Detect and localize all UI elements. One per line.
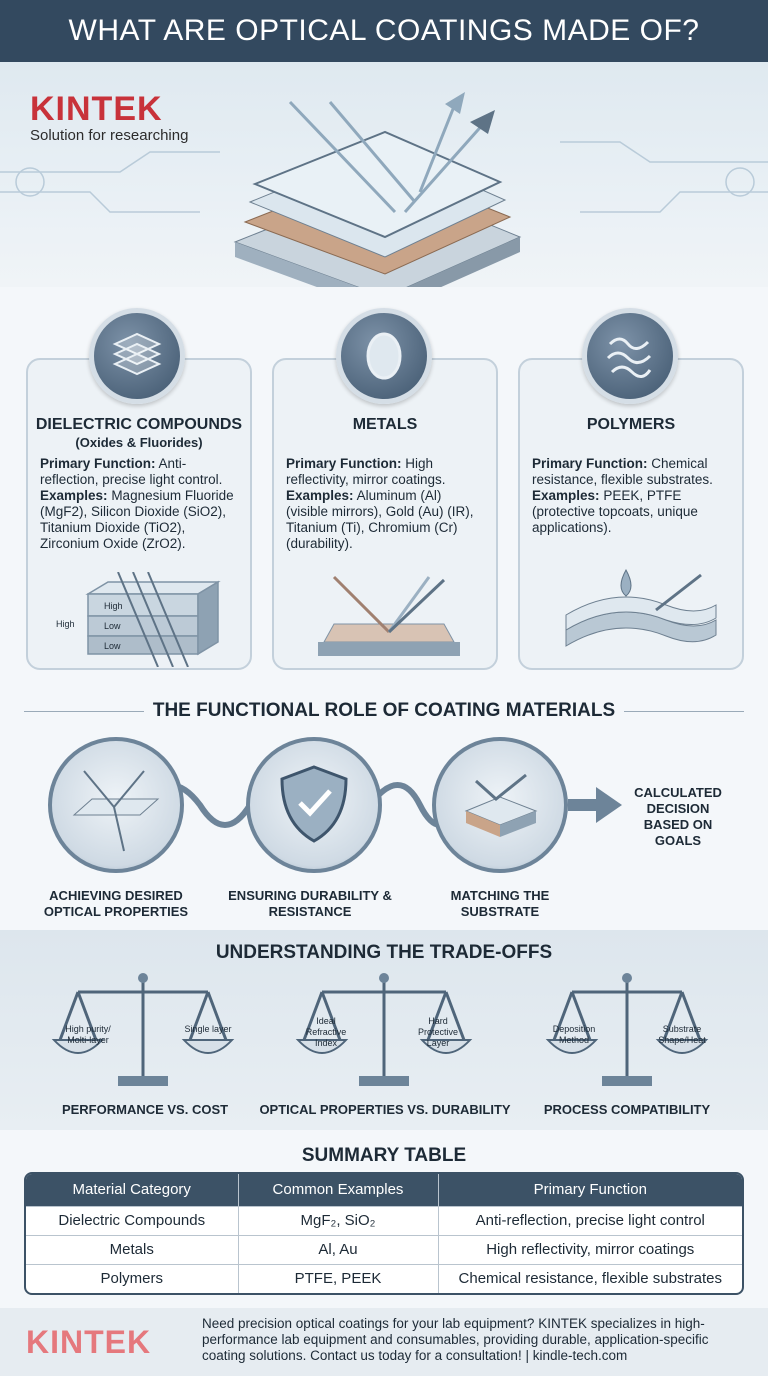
table-row: Polymers PTFE, PEEK Chemical resistance,… [26, 1263, 742, 1293]
card-title: POLYMERS [586, 416, 676, 433]
logo-tagline: Solution for researching [30, 127, 189, 144]
footer-text: Need precision optical coatings for your… [202, 1316, 709, 1363]
column-header: Primary Function [437, 1174, 742, 1206]
function-text: Chemical resistance, flexible substrates… [532, 456, 713, 487]
function-label: Primary Function: [532, 456, 648, 471]
tradeoff-caption: PROCESS COMPATIBILITY [543, 1102, 711, 1117]
footer-logo: KINTEK [26, 1324, 152, 1360]
table-cell: MgF₂, SiO₂ [237, 1205, 438, 1235]
table-cell: Dielectric Compounds [26, 1205, 238, 1235]
divider [624, 711, 744, 712]
function-label: Primary Function: [286, 456, 402, 471]
scale-right-label: Single layer [184, 1024, 232, 1034]
table-row: Metals Al, Au High reflectivity, mirror … [26, 1234, 742, 1264]
table-cell: PTFE, PEEK [237, 1263, 438, 1293]
side-high-label: High [56, 619, 75, 629]
table-cell: High reflectivity, mirror coatings [437, 1234, 742, 1264]
mirror-icon [336, 308, 432, 404]
polymer-icon [582, 308, 678, 404]
card-subtitle: (Oxides & Fluorides) [75, 435, 203, 450]
table-cell: Al, Au [237, 1234, 438, 1264]
examples-label: Examples: [40, 488, 108, 503]
scale-right-label: Hard Protective Layer [417, 1016, 459, 1048]
function-label: Primary Function: [40, 456, 156, 471]
role-label-optical: ACHIEVING DESIRED OPTICAL PROPERTIES [43, 888, 189, 919]
column-header: Common Examples [237, 1174, 438, 1206]
table-cell: Chemical resistance, flexible substrates [437, 1263, 742, 1293]
role-durability-circle [246, 737, 382, 873]
coating-stack-illustration [0, 92, 768, 287]
role-substrate-circle [432, 737, 568, 873]
functional-role-heading: THE FUNCTIONAL ROLE OF COATING MATERIALS [152, 700, 616, 721]
role-label-durability: ENSURING DURABILITY & RESISTANCE [228, 888, 392, 919]
kintek-logo: KINTEK Solution for researching [30, 90, 188, 144]
balance-scales [51, 973, 709, 1086]
summary-heading: SUMMARY TABLE [301, 1145, 467, 1166]
function-text: High reflectivity, mirror coatings. [286, 456, 446, 487]
card-description: Primary Function: Anti-reflection, preci… [40, 456, 240, 552]
divider [24, 711, 144, 712]
table-cell: Polymers [26, 1263, 238, 1293]
tradeoff-caption: OPTICAL PROPERTIES VS. DURABILITY [259, 1102, 511, 1117]
layer-high-label: High [104, 601, 123, 611]
logo-wordmark: KINTEK [30, 90, 163, 128]
column-header: Material Category [26, 1174, 238, 1206]
table-cell: Anti-reflection, precise light control [437, 1205, 742, 1235]
card-polymers: POLYMERS Primary Function: Chemical resi… [518, 358, 744, 670]
examples-label: Examples: [286, 488, 354, 503]
table-row: Dielectric Compounds MgF₂, SiO₂ Anti-ref… [26, 1205, 742, 1235]
scale-right-label: Substrate Shape/Heat [658, 1024, 706, 1045]
role-goal: CALCULATED DECISION BASED ON GOALS [634, 785, 722, 848]
summary-table: Material Category Common Examples Primar… [24, 1172, 744, 1295]
dielectric-layers-diagram: High Low Low High [56, 572, 221, 667]
card-title: METALS [352, 416, 418, 433]
examples-text: Magnesium Fluoride (MgF2), Silicon Dioxi… [40, 488, 234, 551]
dielectric-icon [89, 308, 185, 404]
card-description: Primary Function: High reflectivity, mir… [286, 456, 486, 552]
layer-low-label: Low [104, 621, 121, 631]
footer: KINTEK Need precision optical coatings f… [0, 1308, 768, 1376]
card-dielectric: DIELECTRIC COMPOUNDS (Oxides & Fluorides… [26, 358, 252, 670]
scale-left-label: Ideal Refractive Index [305, 1016, 347, 1048]
table-cell: Metals [26, 1234, 238, 1264]
card-description: Primary Function: Chemical resistance, f… [532, 456, 732, 536]
function-text: Anti-reflection, precise light control. [40, 456, 223, 487]
role-label-substrate: MATCHING THE SUBSTRATE [450, 888, 550, 919]
scale-left-label: High purity/ Molti-layer [65, 1024, 111, 1045]
scale-left-label: Deposition Method [552, 1024, 596, 1045]
hero-banner: KINTEK Solution for researching [0, 62, 768, 287]
layer-low-label-2: Low [104, 641, 121, 651]
polymer-layer-diagram [565, 568, 717, 647]
tradeoff-caption: PERFORMANCE VS. COST [61, 1102, 229, 1117]
examples-text: PEEK, PTFE (protective topcoats, unique … [532, 488, 698, 535]
examples-text: Aluminum (Al) (visible mirrors), Gold (A… [286, 488, 474, 551]
tradeoffs-heading: UNDERSTANDING THE TRADE-OFFS [215, 942, 553, 963]
metal-mirror-diagram [318, 575, 460, 656]
examples-label: Examples: [532, 488, 600, 503]
page-title: WHAT ARE OPTICAL COATINGS MADE OF? [0, 0, 768, 62]
card-title: DIELECTRIC COMPOUNDS [35, 416, 243, 433]
card-metals: METALS Primary Function: High reflectivi… [272, 358, 498, 670]
role-optical-circle [48, 737, 184, 873]
